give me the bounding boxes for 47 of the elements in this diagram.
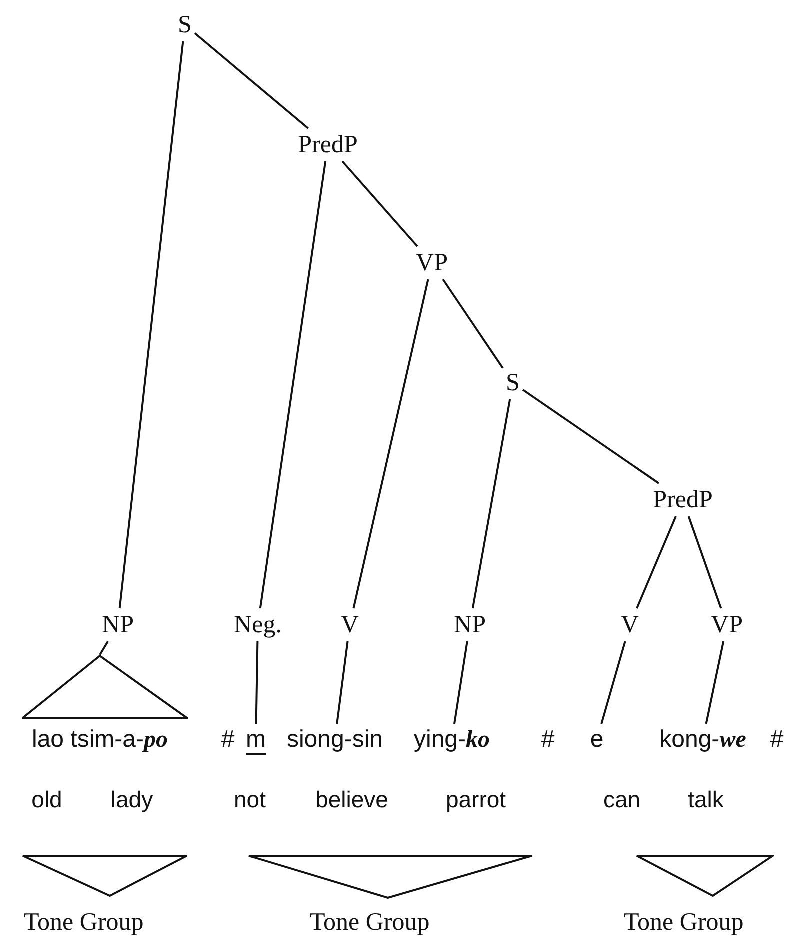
tone-group-label: Tone Group [310, 910, 430, 935]
tree-branch [472, 399, 512, 609]
category-label: S [505, 368, 521, 398]
tree-branch [454, 641, 468, 724]
gloss-label: lady [110, 786, 154, 814]
category-label: NP [453, 610, 487, 640]
gloss-label: parrot [444, 786, 508, 814]
gloss-label: believe [314, 786, 390, 814]
category-label: PredP [652, 486, 714, 514]
tree-branch [255, 641, 259, 724]
gloss-label: can [602, 786, 642, 814]
word-label: siong-sin [286, 726, 384, 754]
tree-branch [705, 641, 725, 724]
boundary-mark: # [220, 726, 236, 754]
category-label: Neg. [233, 610, 283, 640]
tree-branch [352, 279, 430, 609]
word-label: m [245, 726, 267, 754]
category-label: PredP [297, 130, 359, 160]
gloss-label: not [233, 786, 267, 814]
category-label: VP [710, 610, 744, 640]
word-label: e [589, 726, 605, 754]
tone-group-label: Tone Group [24, 910, 144, 935]
word-label: lao tsim-a-po [30, 726, 170, 754]
word-label: kong-we [658, 726, 748, 754]
tree-branch [99, 640, 109, 656]
tree-branch [118, 41, 184, 609]
category-label: V [620, 610, 640, 640]
tree-branch [442, 278, 504, 369]
tone-group-label: Tone Group [624, 910, 744, 935]
gloss-label: talk [687, 786, 725, 814]
roof-triangle [22, 655, 188, 719]
category-label: S [177, 10, 193, 40]
tree-branch [336, 641, 349, 724]
tree-branch [522, 389, 660, 484]
tree-branch [259, 161, 327, 609]
gloss-label: old [30, 786, 64, 814]
boundary-mark: # [769, 726, 785, 754]
tree-branch [600, 641, 626, 724]
tree-branch [342, 160, 418, 248]
tree-branch [688, 516, 722, 609]
category-label: NP [101, 610, 135, 640]
category-label: VP [415, 248, 449, 278]
category-label: V [340, 610, 360, 640]
tree-branch [194, 32, 309, 130]
word-label: ying-ko [412, 726, 492, 754]
tree-branch [636, 516, 677, 609]
boundary-mark: # [540, 726, 556, 754]
